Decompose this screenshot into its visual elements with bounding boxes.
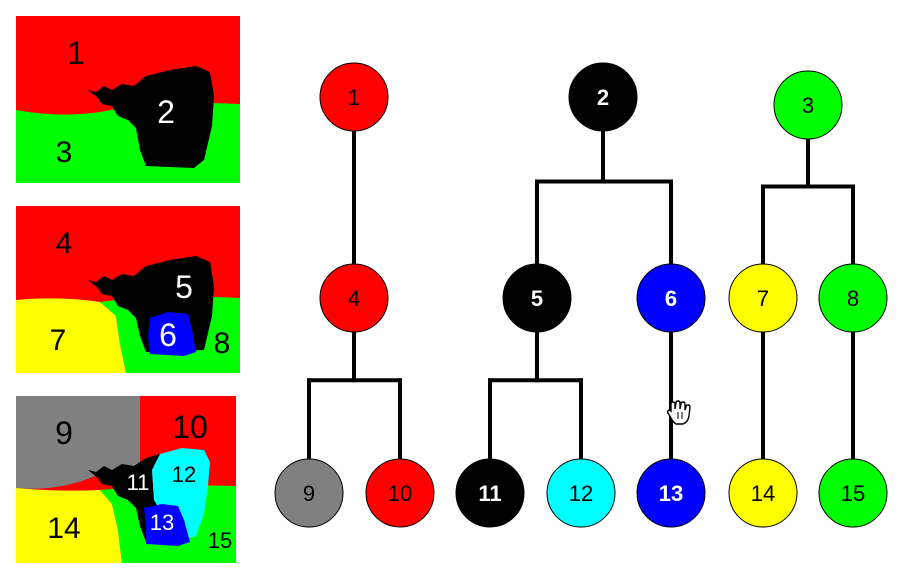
segmentation-panel-level-2: 4 5 6 7 8	[16, 206, 240, 373]
tree-node-circle	[365, 458, 435, 528]
tree-node-15: 15	[818, 458, 888, 528]
tree-node-14: 14	[728, 458, 798, 528]
tree-node-label: 3	[802, 93, 814, 118]
tree-node-circle	[546, 458, 616, 528]
tree-node-1: 1	[319, 62, 389, 132]
tree-node-7: 7	[728, 263, 798, 333]
region-label-3: 3	[56, 136, 73, 169]
tree-node-6: 6	[636, 263, 706, 333]
tree-node-circle	[773, 70, 843, 140]
tree-node-label: 1	[348, 85, 360, 110]
region-label-6: 6	[159, 317, 177, 353]
tree-node-9: 9	[274, 458, 344, 528]
region-6-shape	[148, 312, 196, 356]
tree-edges	[307, 129, 855, 461]
region-label-11: 11	[127, 470, 150, 495]
tree-node-label: 10	[388, 481, 412, 506]
hand-cursor-icon	[666, 400, 691, 425]
tree-node-label: 8	[847, 286, 859, 311]
region-13-shape	[144, 504, 190, 546]
region-label-10: 10	[172, 409, 208, 445]
tree-node-circle	[728, 458, 798, 528]
tree-node-10: 10	[365, 458, 435, 528]
segmentation-panel-level-1: 1 2 3	[16, 16, 240, 183]
tree-node-label: 13	[659, 481, 683, 506]
tree-node-circle	[818, 458, 888, 528]
tree-node-circle	[502, 263, 572, 333]
tree-node-12: 12	[546, 458, 616, 528]
tree-node-label: 14	[751, 481, 775, 506]
tree-node-circle	[636, 263, 706, 333]
tree-node-circle	[274, 458, 344, 528]
region-label-9: 9	[55, 415, 73, 451]
region-2-shape	[88, 66, 214, 168]
tree-node-label: 6	[665, 286, 677, 311]
tree-node-label: 4	[348, 286, 360, 311]
region-label-2: 2	[157, 94, 175, 130]
tree-node-label: 15	[841, 481, 865, 506]
region-label-4: 4	[56, 227, 73, 260]
tree-node-label: 12	[569, 481, 593, 506]
tree-node-label: 5	[531, 286, 543, 311]
region-11-shape	[88, 454, 160, 542]
tree-node-5: 5	[502, 263, 572, 333]
segmentation-panel-level-3: 9 10 11 12 13 14 15	[16, 396, 236, 563]
region-label-5: 5	[175, 269, 193, 305]
region-label-15: 15	[208, 528, 232, 553]
tree-node-circle	[319, 263, 389, 333]
tree-node-4: 4	[319, 263, 389, 333]
tree-node-circle	[319, 62, 389, 132]
tree-node-label: 11	[478, 481, 501, 506]
tree-node-circle	[636, 458, 706, 528]
tree-node-circle	[818, 263, 888, 333]
region-label-7: 7	[50, 324, 67, 357]
tree-node-label: 9	[303, 481, 315, 506]
region-14-shape	[16, 488, 122, 563]
tree-node-2: 2	[568, 62, 638, 132]
tree-node-circle	[568, 62, 638, 132]
tree-node-circle	[455, 458, 525, 528]
region-label-1: 1	[67, 35, 85, 71]
region-7-shape	[16, 298, 126, 373]
tree-node-13: 13	[636, 458, 706, 528]
tree-node-8: 8	[818, 263, 888, 333]
region-9-shape	[16, 396, 140, 489]
region-label-14: 14	[47, 512, 80, 545]
region-label-13: 13	[150, 510, 174, 535]
tree-node-3: 3	[773, 70, 843, 140]
tree-node-circle	[728, 263, 798, 333]
tree-node-label: 7	[757, 286, 769, 311]
region-label-8: 8	[214, 327, 231, 360]
region-label-12: 12	[172, 462, 196, 487]
tree-node-11: 11	[455, 458, 525, 528]
tree-node-label: 2	[597, 85, 609, 110]
